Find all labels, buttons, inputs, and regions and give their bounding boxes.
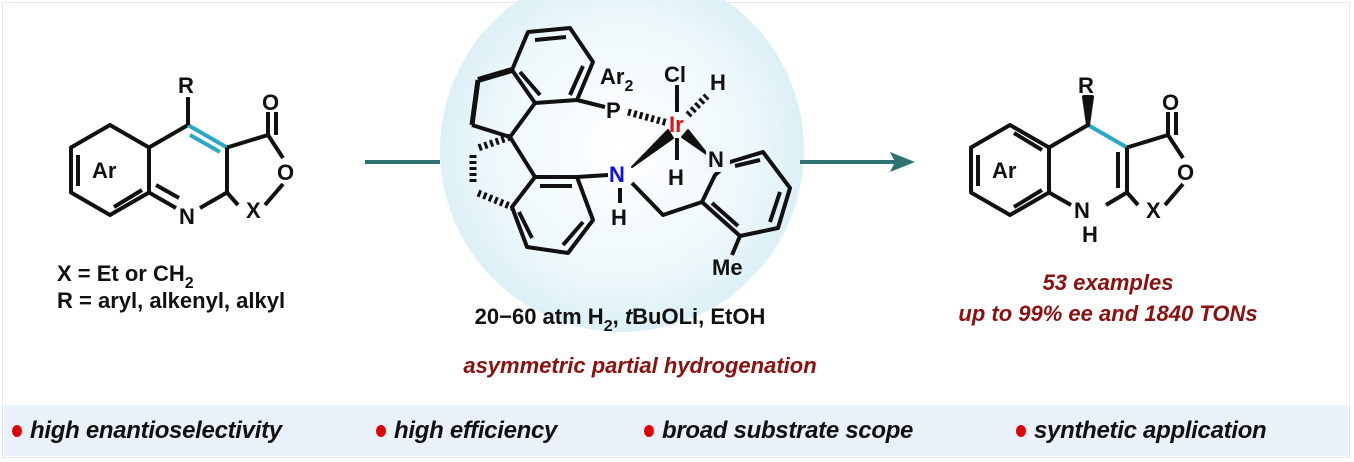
feature-item: broad substrate scope bbox=[644, 417, 913, 445]
catalyst-pyridine-n: N bbox=[708, 147, 724, 172]
catalyst-cl: Cl bbox=[664, 62, 686, 87]
product-carbonyl-o: O bbox=[1162, 90, 1179, 115]
examples-count: 53 examples bbox=[1043, 270, 1174, 295]
catalyst-amine-n: N bbox=[609, 162, 625, 187]
substrate-ar-label: Ar bbox=[92, 158, 117, 183]
catalyst-h-bottom: H bbox=[668, 165, 684, 190]
feature-item: high efficiency bbox=[376, 417, 557, 445]
bullet-icon bbox=[376, 425, 386, 437]
product-ring-o: O bbox=[1177, 160, 1194, 185]
catalyst-me: Me bbox=[712, 255, 743, 280]
substrate-x: X bbox=[246, 198, 261, 223]
reaction-scheme: Ar R O O N X X = Et or CH2 R = aryl, alk… bbox=[57, 0, 1258, 378]
product-n: N bbox=[1074, 198, 1090, 223]
features-band: high enantioselectivity high efficiency … bbox=[4, 405, 1348, 456]
reaction-name: asymmetric partial hydrogenation bbox=[463, 353, 816, 378]
reaction-conditions: 20−60 atm H2, tBuOLi, EtOH bbox=[475, 304, 766, 335]
substrate-carbonyl-o: O bbox=[262, 90, 279, 115]
catalyst-ir: Ir bbox=[669, 112, 684, 137]
bullet-icon bbox=[644, 425, 654, 437]
feature-label: synthetic application bbox=[1034, 417, 1267, 444]
catalyst-structure bbox=[469, 26, 792, 256]
x-definition: X = Et or CH2 bbox=[57, 261, 194, 292]
bullet-icon bbox=[1016, 425, 1026, 437]
py-n-mask bbox=[706, 146, 730, 172]
product-ar-label: Ar bbox=[992, 158, 1017, 183]
bullet-icon bbox=[12, 425, 22, 437]
feature-item: synthetic application bbox=[1016, 417, 1267, 445]
product-structure bbox=[969, 95, 1185, 217]
substrate-ring-o: O bbox=[277, 160, 294, 185]
product-x: X bbox=[1146, 198, 1161, 223]
substrate-structure bbox=[69, 97, 285, 217]
feature-label: broad substrate scope bbox=[662, 417, 914, 444]
r-definition: R = aryl, alkenyl, alkyl bbox=[57, 288, 285, 313]
reaction-arrow bbox=[365, 152, 915, 172]
feature-label: high efficiency bbox=[394, 417, 558, 444]
catalyst-h-top: H bbox=[710, 70, 726, 95]
catalyst-ar2: Ar2 bbox=[600, 64, 633, 95]
catalyst-p: P bbox=[606, 98, 621, 123]
product-r-label: R bbox=[1078, 73, 1094, 98]
catalyst-nh-h: H bbox=[611, 205, 627, 230]
feature-label: high enantioselectivity bbox=[30, 417, 282, 444]
substrate-r-label: R bbox=[178, 73, 194, 98]
feature-item: high enantioselectivity bbox=[12, 417, 282, 445]
results-summary: up to 99% ee and 1840 TONs bbox=[958, 301, 1257, 326]
product-nh-h: H bbox=[1082, 222, 1098, 247]
substrate-n: N bbox=[179, 204, 195, 229]
